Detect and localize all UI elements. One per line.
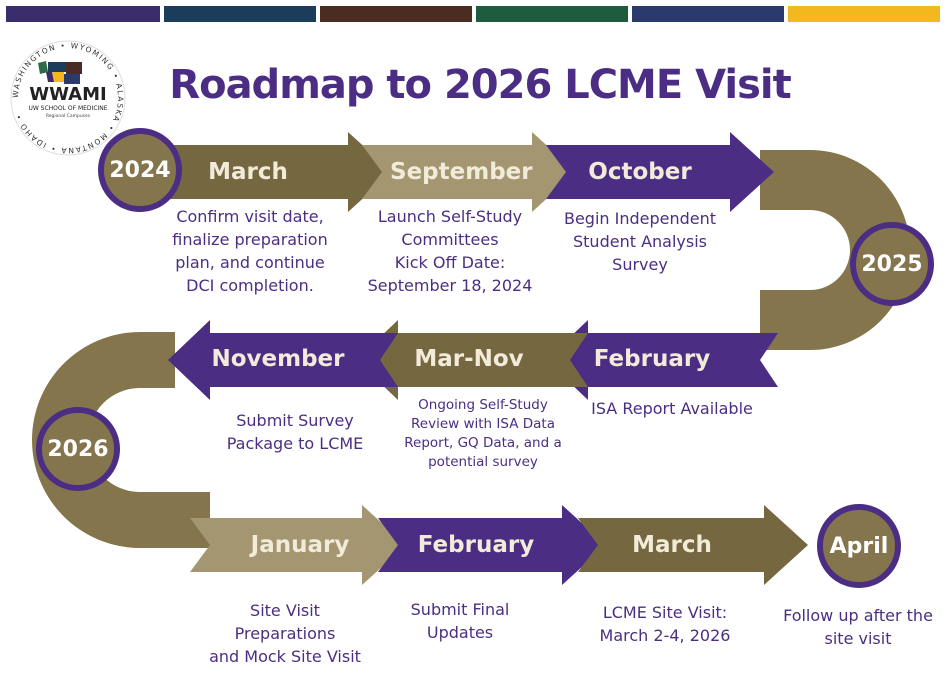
month-label-march-2024: March (208, 159, 288, 185)
chevron-march-2024 (140, 132, 392, 212)
chevron-october (546, 132, 774, 212)
desc-april: Follow up after the site visit (783, 606, 933, 648)
top-bar-5 (632, 6, 784, 22)
chevron-september (362, 132, 576, 212)
desc-september: Launch Self-Study Committees Kick Off Da… (367, 207, 533, 295)
logo-wordmark: WWAMI (29, 84, 106, 105)
desc-march-2024: Confirm visit date, finalize preparation… (172, 207, 328, 295)
month-label-september: September (390, 159, 533, 185)
year-2025-circle: 2025 (850, 222, 934, 306)
month-label-march-2026: March (632, 532, 712, 558)
year-2026-circle: 2026 (36, 407, 120, 491)
chevron-january (190, 505, 406, 585)
desc-march-2026: LCME Site Visit: March 2-4, 2026 (599, 603, 731, 645)
year-2024-circle: 2024 (98, 128, 182, 212)
month-label-november: November (211, 346, 345, 372)
desc-november: Submit Survey Package to LCME (226, 411, 364, 453)
chevron-february-2026 (378, 505, 606, 585)
top-bar-1 (6, 6, 160, 22)
top-bar-2 (164, 6, 316, 22)
desc-october: Begin Independent Student Analysis Surve… (563, 209, 717, 274)
chevron-mar-nov (356, 320, 588, 400)
desc-january: Site Visit Preparations and Mock Site Vi… (209, 601, 361, 666)
month-label-february-2026: February (417, 532, 535, 558)
top-bar-3 (320, 6, 472, 22)
desc-february-2025: ISA Report Available (591, 399, 753, 418)
april-circle: April (817, 504, 901, 588)
month-label-october: October (588, 159, 692, 185)
page-title: Roadmap to 2026 LCME Visit (169, 62, 791, 108)
desc-february-2026: Submit Final Updates (410, 600, 510, 642)
chevron-february-2025 (546, 320, 778, 400)
logo-subtitle: UW SCHOOL OF MEDICINE (28, 105, 107, 112)
wwami-logo: WASHINGTON • WYOMING • ALASKA • MONTANA … (8, 38, 128, 158)
curve-2026 (32, 332, 210, 548)
top-bar-6 (788, 6, 940, 22)
logo-tagline: Regional Campuses (46, 113, 91, 119)
chevron-march-2026 (578, 505, 808, 585)
chevron-november (168, 320, 398, 400)
month-label-january: January (250, 532, 350, 558)
month-label-mar-nov: Mar-Nov (414, 346, 524, 372)
month-label-february-2025: February (593, 346, 711, 372)
top-bar-4 (476, 6, 628, 22)
desc-mar-nov: Ongoing Self-Study Review with ISA Data … (404, 397, 562, 470)
